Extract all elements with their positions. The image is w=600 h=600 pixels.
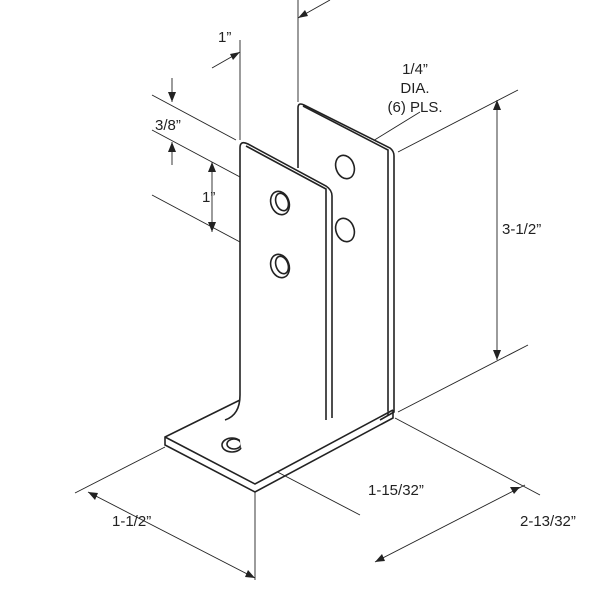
dim-inner-width: 1-15/32”: [368, 482, 424, 499]
dim-overall-width: 2-13/32”: [520, 513, 576, 530]
dim-base-depth: 1-1/2”: [112, 513, 152, 530]
hole-dia-size: 1/4”: [402, 61, 428, 78]
hole-dia-count: (6) PLS.: [387, 99, 443, 116]
hole-diameter-note: 1/4” DIA. (6) PLS.: [370, 60, 460, 117]
front-plate: [224, 141, 333, 460]
dim-edge-to-hole: 3/8”: [155, 117, 181, 134]
dim-top-width: 1”: [218, 29, 232, 46]
hole-dia-label: DIA.: [400, 80, 430, 97]
dim-hole-spacing: 1”: [202, 189, 216, 206]
dim-height: 3-1/2”: [502, 221, 542, 238]
